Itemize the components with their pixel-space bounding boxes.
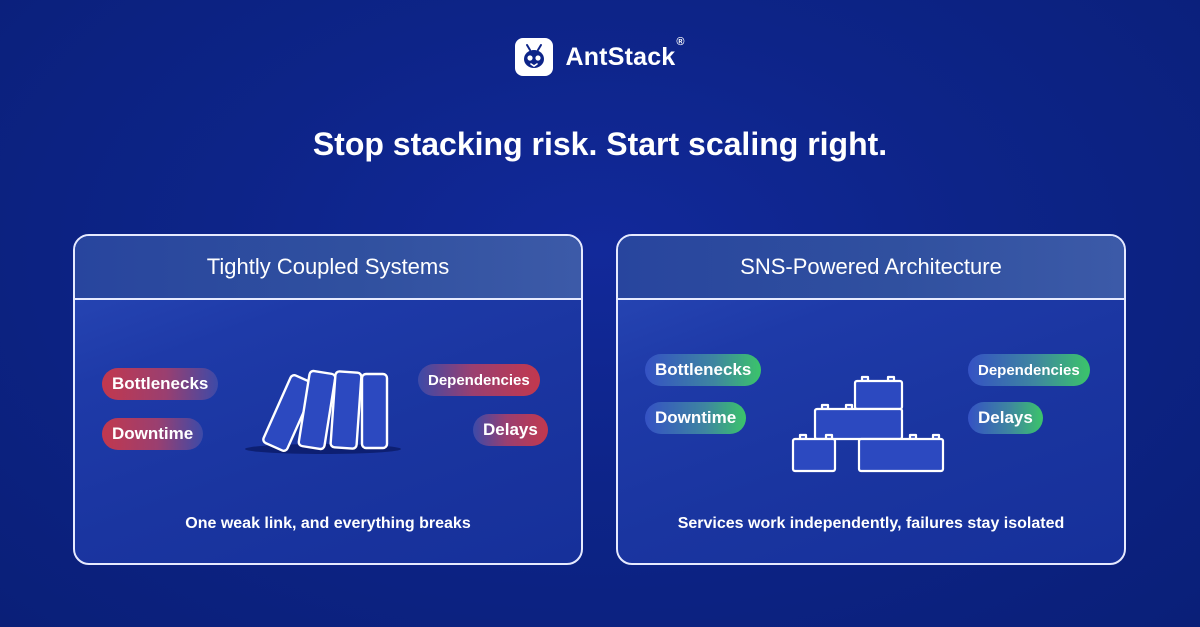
sns-architecture-panel: SNS-Powered Architecture Bottlenecks Dow… — [616, 234, 1126, 565]
tag-downtime: Downtime — [645, 402, 747, 434]
page-headline: Stop stacking risk. Start scaling right. — [312, 126, 888, 162]
tag-bottlenecks: Bottlenecks — [102, 368, 219, 400]
panel-caption: One weak link, and everything breaks — [185, 515, 471, 532]
tag-delays: Delays — [473, 414, 548, 446]
panel-caption: Services work independently, failures st… — [677, 515, 1065, 532]
ant-icon — [515, 38, 554, 76]
tightly-coupled-panel: Tightly Coupled Systems Bottlenecks Down… — [73, 234, 583, 565]
brand-name-text: AntStack — [565, 42, 676, 71]
panel-title: Tightly Coupled Systems — [75, 236, 581, 300]
tag-delays: Delays — [968, 402, 1043, 434]
registered-mark: ® — [676, 35, 685, 48]
tag-dependencies: Dependencies — [968, 354, 1090, 386]
tag-dependencies: Dependencies — [418, 364, 540, 396]
brand-name: AntStack® — [565, 36, 684, 72]
falling-dominoes-icon — [245, 369, 401, 454]
stacked-blocks-icon — [791, 375, 945, 473]
panel-title: SNS-Powered Architecture — [618, 236, 1124, 300]
tag-bottlenecks: Bottlenecks — [645, 354, 762, 386]
tag-downtime: Downtime — [102, 418, 204, 450]
brand-header: AntStack® — [0, 36, 1200, 76]
